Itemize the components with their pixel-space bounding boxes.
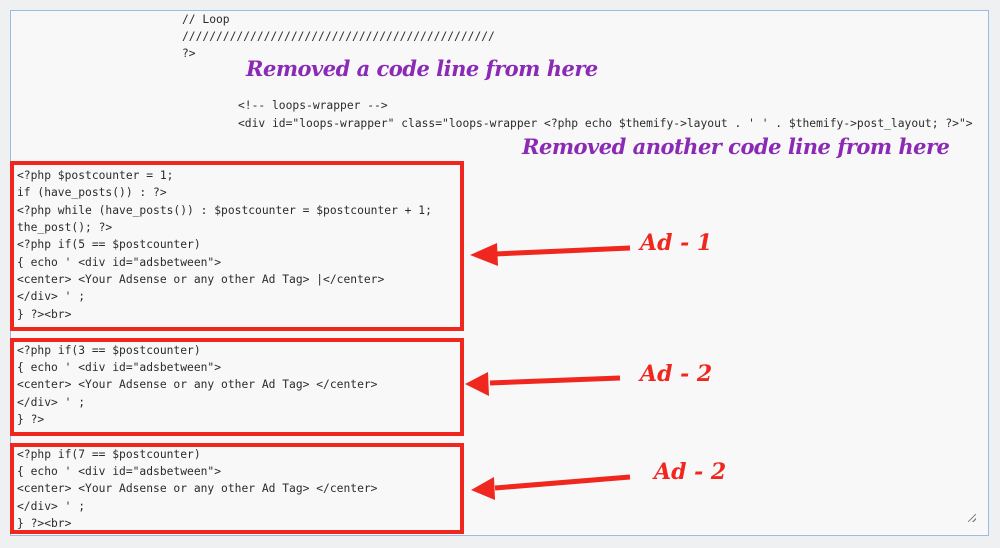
arrow-icon <box>470 243 631 266</box>
code-line: ////////////////////////////////////////… <box>182 30 495 43</box>
code-line: <?php while (have_posts()) : $postcounte… <box>17 204 432 217</box>
code-line: <?php if(3 == $postcounter) <box>17 344 201 357</box>
code-textarea[interactable] <box>10 10 989 536</box>
code-line: </div> ' ; <box>17 396 86 409</box>
code-line: </div> ' ; <box>17 500 86 513</box>
code-line: ?> <box>182 47 196 60</box>
code-line: <!-- loops-wrapper --> <box>238 99 388 112</box>
code-line: <?php if(5 == $postcounter) <box>17 238 201 251</box>
ad-block-3-highlight <box>10 443 464 534</box>
code-line: // Loop <box>182 13 230 26</box>
code-line: } ?> <box>17 413 45 426</box>
code-line: <center> <Your Adsense or any other Ad T… <box>17 378 378 391</box>
code-line: { echo ' <div id="adsbetween"> <box>17 361 222 374</box>
arrow-icon <box>465 372 621 396</box>
code-line: if (have_posts()) : ?> <box>17 186 167 199</box>
ad-label-2: Ad - 2 <box>640 361 713 387</box>
code-line: the_post(); ?> <box>17 221 113 234</box>
code-line: { echo ' <div id="adsbetween"> <box>17 256 222 269</box>
code-line: </div> ' ; <box>17 290 86 303</box>
arrow-icon <box>471 474 631 500</box>
resize-handle[interactable] <box>968 514 976 522</box>
code-line: } ?><br> <box>17 517 72 530</box>
code-line: { echo ' <div id="adsbetween"> <box>17 465 222 478</box>
ad-label-1: Ad - 1 <box>640 230 713 256</box>
code-line: <center> <Your Adsense or any other Ad T… <box>17 273 385 286</box>
code-line: <?php $postcounter = 1; <box>17 169 174 182</box>
ad-label-3: Ad - 2 <box>654 459 727 485</box>
annotation-removed-another-line: Removed another code line from here <box>522 134 950 159</box>
ad-block-2-highlight <box>10 338 464 436</box>
code-line: <center> <Your Adsense or any other Ad T… <box>17 482 378 495</box>
code-line: <div id="loops-wrapper" class="loops-wra… <box>238 117 973 130</box>
code-line: } ?><br> <box>17 308 72 321</box>
code-line: <?php if(7 == $postcounter) <box>17 448 201 461</box>
annotation-removed-line: Removed a code line from here <box>246 56 598 81</box>
ad-block-1-highlight <box>10 161 464 331</box>
